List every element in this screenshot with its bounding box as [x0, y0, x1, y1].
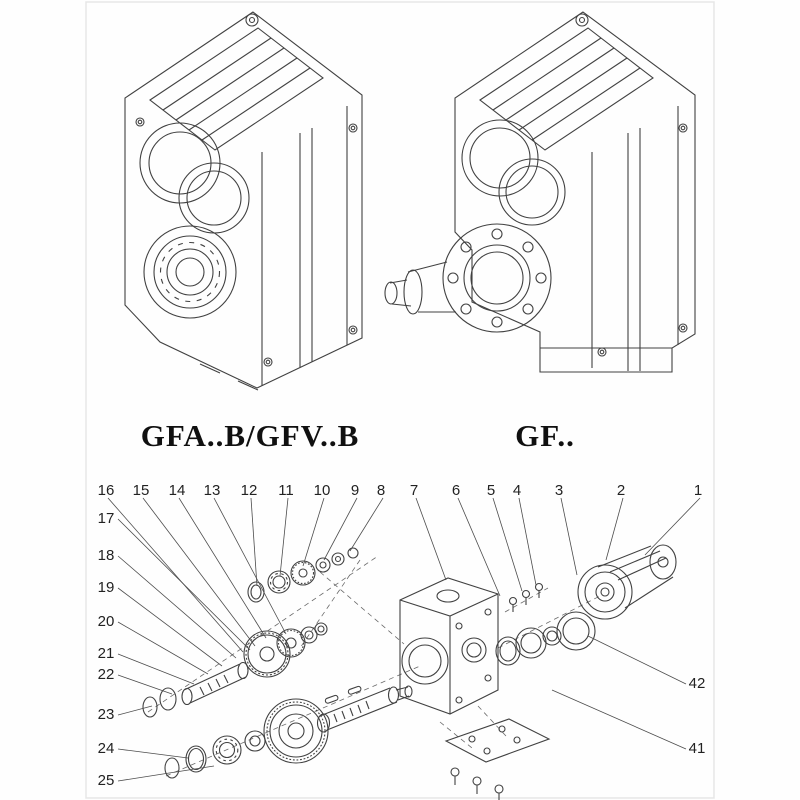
output-shaft-parts: [164, 685, 413, 779]
exploded-view-drawing: [142, 544, 677, 800]
model-label-right: GF..: [515, 418, 575, 453]
part-number-42: 42: [689, 675, 706, 692]
part-number-12: 12: [241, 482, 258, 499]
part-number-6: 6: [452, 482, 460, 499]
leader-lines: [107, 497, 701, 782]
output-flange: [442, 223, 552, 333]
part-number-9: 9: [351, 482, 359, 499]
part-number-20: 20: [98, 613, 115, 630]
part-number-23: 23: [98, 706, 115, 723]
part-number-24: 24: [98, 740, 115, 757]
housing: [399, 577, 499, 715]
part-number-10: 10: [314, 482, 331, 499]
fin-panel: [149, 27, 324, 151]
shaft-key: [347, 685, 362, 695]
part-number-1: 1: [694, 482, 702, 499]
shaft-key: [324, 694, 339, 704]
cover-plate-parts: [444, 718, 551, 800]
part-number-21: 21: [98, 645, 115, 662]
part-number-5: 5: [487, 482, 495, 499]
part-number-25: 25: [98, 772, 115, 789]
part-number-15: 15: [133, 482, 150, 499]
eye-bolt: [245, 13, 259, 27]
part-number-17: 17: [98, 510, 115, 527]
part-number-2: 2: [617, 482, 625, 499]
part-number-41: 41: [689, 740, 706, 757]
output-bearing: [143, 225, 237, 319]
part-number-11: 11: [278, 482, 294, 499]
part-number-3: 3: [555, 482, 563, 499]
fin-panel: [479, 27, 654, 151]
part-number-18: 18: [98, 547, 115, 564]
part-number-14: 14: [169, 482, 186, 499]
part-number-7: 7: [410, 482, 418, 499]
gearbox-left-drawing: [124, 11, 363, 391]
output-shaft: [407, 261, 456, 313]
part-number-8: 8: [377, 482, 385, 499]
assembly-axis-lines: [147, 555, 601, 777]
part-number-13: 13: [204, 482, 221, 499]
input-shaft-parts: [142, 547, 359, 718]
part-numbers-group: 16 15 14 13 12 11 10 9 8 7 6 5 4 3 2 1 1…: [98, 482, 706, 789]
motor-and-flange-parts: [495, 544, 677, 666]
page-frame: [85, 1, 715, 799]
part-number-22: 22: [98, 666, 115, 683]
motor: [577, 564, 633, 620]
gearbox-right-drawing: [384, 11, 696, 373]
part-number-4: 4: [513, 482, 521, 499]
eye-bolt: [575, 13, 589, 27]
part-number-16: 16: [98, 482, 115, 499]
model-label-left: GFA..B/GFV..B: [140, 418, 360, 453]
part-number-19: 19: [98, 579, 115, 596]
